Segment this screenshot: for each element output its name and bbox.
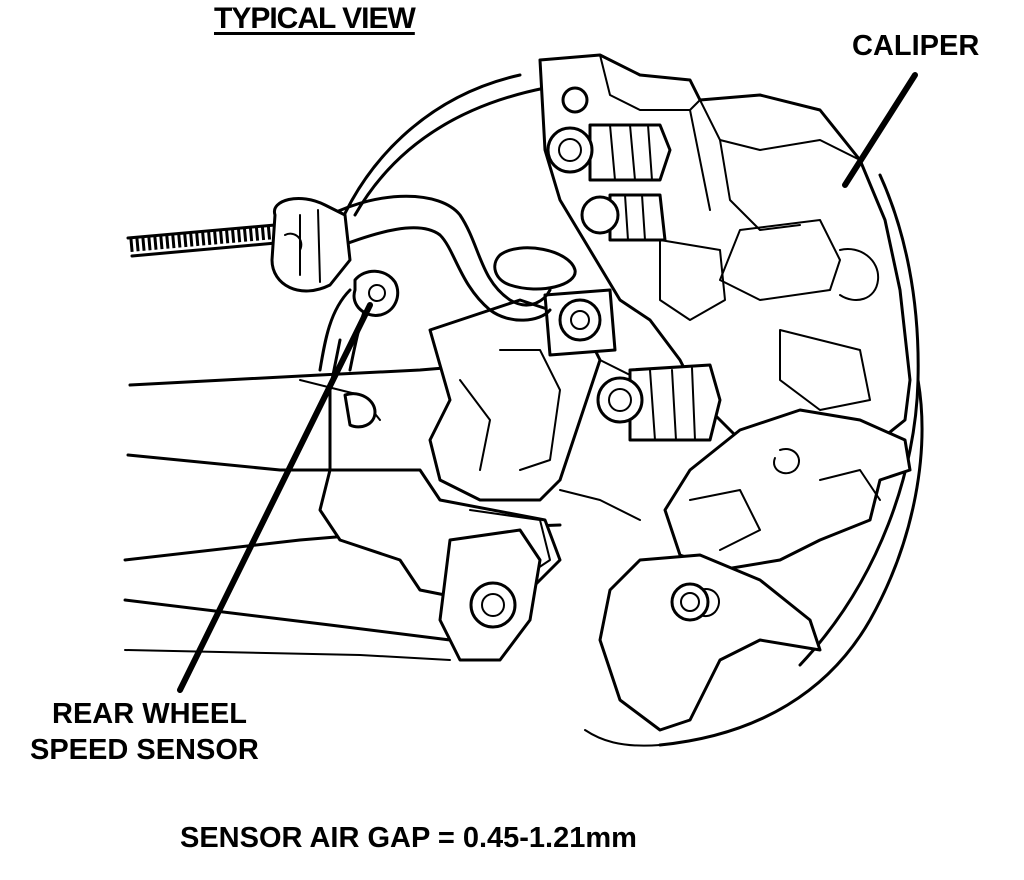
sensor-label-line-2: SPEED SENSOR	[30, 734, 259, 766]
bleeder-screw	[561, 86, 589, 114]
air-gap-spec: SENSOR AIR GAP = 0.45-1.21mm	[180, 822, 637, 854]
middle-bolt	[580, 193, 667, 242]
caliper-bolts	[543, 86, 722, 442]
caliper	[538, 53, 912, 472]
brake-line	[328, 194, 577, 322]
diagram-title: TYPICAL VIEW	[214, 2, 416, 35]
caliper-label: CALIPER	[852, 30, 980, 62]
caliper-bracket	[663, 408, 912, 572]
sensor-label-line-1: REAR WHEEL	[52, 698, 247, 730]
lower-bolt	[596, 363, 722, 442]
brake-rotor	[328, 73, 924, 747]
center-nut	[543, 288, 617, 357]
backing-plate-lower	[598, 553, 822, 732]
sensor-leader-line	[177, 302, 373, 693]
upper-bolt	[546, 123, 672, 182]
wheel-speed-sensor	[126, 196, 400, 372]
caliper-leader-line	[842, 72, 918, 188]
